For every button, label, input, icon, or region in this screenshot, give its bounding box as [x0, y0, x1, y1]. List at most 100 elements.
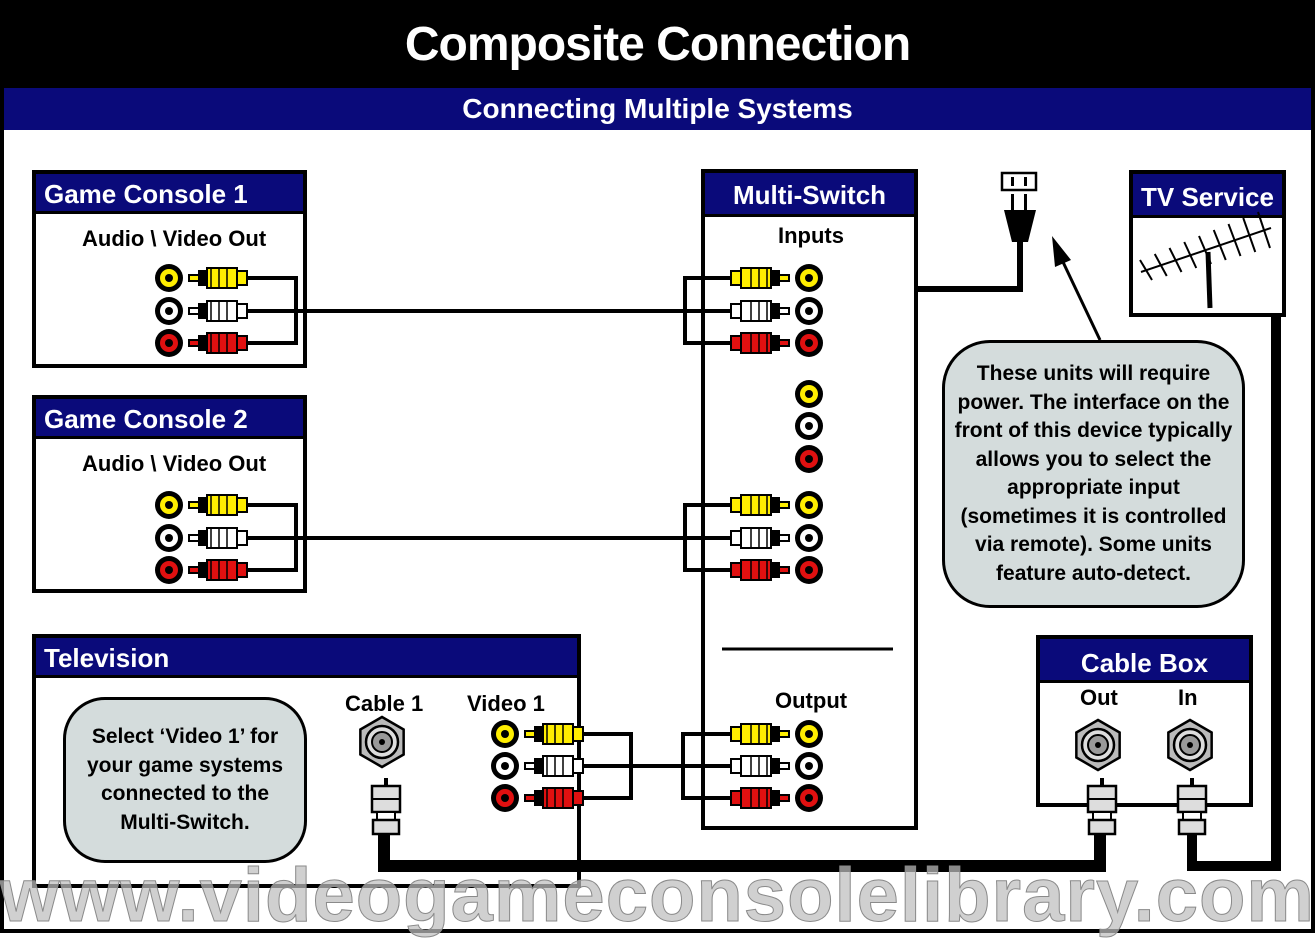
- page-title: Composite Connection: [404, 18, 911, 71]
- coax-jack-icon: [1075, 718, 1121, 772]
- rca-jack-icon: [491, 752, 519, 780]
- television-note-line: Multi-Switch.: [120, 810, 250, 834]
- rca-plug-part: [730, 726, 742, 742]
- power-note-line: (sometimes it is controlled: [960, 504, 1227, 528]
- rca-plug-part: [236, 335, 248, 351]
- antenna-element: [1227, 223, 1242, 257]
- rca-jack-icon: [795, 720, 823, 748]
- multi-switch-output-label: Output: [775, 688, 848, 713]
- rca-plug-part: [198, 562, 208, 578]
- tv-service-title: TV Service: [1133, 174, 1282, 218]
- coax-plug-pin: [1190, 778, 1194, 786]
- rca-plug-icon: [188, 267, 248, 289]
- rca-plug-icon: [188, 527, 248, 549]
- power-cord: [918, 240, 1023, 292]
- rca-jack-pin: [165, 307, 173, 315]
- rca-plug-part: [572, 726, 584, 742]
- rca-jack-pin: [165, 339, 173, 347]
- power-plug-icon: [1000, 171, 1038, 242]
- rca-jack-pin: [805, 455, 813, 463]
- rca-plug-part: [770, 270, 780, 286]
- antenna-element: [1212, 229, 1227, 261]
- antenna-element: [1242, 217, 1257, 253]
- rca-plug-part: [188, 307, 200, 315]
- rca-plug-part: [770, 790, 780, 806]
- rca-jack-pin: [805, 566, 813, 574]
- antenna-element: [1153, 253, 1168, 277]
- rca-plug-icon: [730, 787, 790, 809]
- rca-plug-part: [770, 335, 780, 351]
- coax-plug-icon: [370, 778, 402, 836]
- rca-plug-part: [198, 335, 208, 351]
- coax-plug-icon: [1176, 778, 1208, 836]
- rca-plug-part: [524, 730, 536, 738]
- rca-jack-pin: [805, 501, 813, 509]
- outlet-slot: [1011, 177, 1014, 186]
- game-console-2-title: Game Console 2: [36, 399, 303, 439]
- television-title: Television: [36, 638, 577, 678]
- rca-jack-pin: [805, 307, 813, 315]
- rca-plug-part: [730, 758, 742, 774]
- rca-jack-pin: [805, 339, 813, 347]
- rca-plug-icon: [524, 723, 584, 745]
- rca-jack-icon: [795, 297, 823, 325]
- rca-plug-icon: [730, 527, 790, 549]
- power-note-line: feature auto-detect.: [996, 561, 1191, 585]
- cable-box-box: Cable Box: [1036, 635, 1253, 807]
- coax-cable-antenna: [1187, 316, 1281, 871]
- rca-plug-part: [730, 562, 742, 578]
- rca-plug-part: [770, 497, 780, 513]
- rca-plug-part: [770, 530, 780, 546]
- rca-jack-pin: [165, 274, 173, 282]
- multi-switch-inputs-label: Inputs: [778, 223, 844, 248]
- rca-plug-icon: [730, 267, 790, 289]
- rca-plug-part: [236, 562, 248, 578]
- rca-plug-part: [770, 562, 780, 578]
- rca-plug-icon: [188, 494, 248, 516]
- rca-jack-icon: [795, 380, 823, 408]
- power-note-line: appropriate input: [1007, 476, 1180, 499]
- rca-plug-part: [730, 335, 742, 351]
- rca-plug-part: [524, 762, 536, 770]
- rca-plug-icon: [730, 494, 790, 516]
- rca-plug-icon: [188, 559, 248, 581]
- rca-jack-icon: [795, 752, 823, 780]
- antenna-element: [1168, 247, 1183, 273]
- arrow-icon: [1052, 236, 1071, 267]
- tv-service-box: TV Service: [1129, 170, 1286, 317]
- rca-plug-icon: [730, 723, 790, 745]
- rca-jack-pin: [805, 730, 813, 738]
- television-note: Select ‘Video 1’ for your game systems c…: [63, 697, 307, 863]
- rca-jack-icon: [795, 445, 823, 473]
- rca-plug-part: [198, 530, 208, 546]
- rca-jack-pin: [805, 422, 813, 430]
- game-console-1-av-label: Audio \ Video Out: [82, 226, 267, 251]
- television-note-line: Select ‘Video 1’ for: [91, 725, 279, 748]
- rca-plug-part: [778, 794, 790, 802]
- rca-plug-part: [236, 270, 248, 286]
- coax-jack-pin: [1095, 742, 1101, 748]
- rca-plug-part: [770, 758, 780, 774]
- rca-jack-pin: [805, 534, 813, 542]
- rca-jack-icon: [155, 264, 183, 292]
- rca-plug-part: [534, 790, 544, 806]
- coax-jack-pin: [379, 739, 385, 745]
- rca-jack-icon: [155, 491, 183, 519]
- power-note: These units will require power. The inte…: [942, 340, 1245, 608]
- rca-plug-part: [236, 303, 248, 319]
- cable-box-in-label: In: [1178, 685, 1198, 710]
- rca-jack-icon: [155, 329, 183, 357]
- power-note-line: power. The interface on the: [957, 390, 1230, 414]
- rca-plug-icon: [188, 300, 248, 322]
- rca-jack-pin: [165, 501, 173, 509]
- rca-jack-icon: [491, 784, 519, 812]
- rca-plug-part: [778, 274, 790, 282]
- rca-plug-part: [778, 307, 790, 315]
- rca-plug-icon: [730, 755, 790, 777]
- power-note-line: allows you to select the: [975, 447, 1212, 471]
- rca-plug-part: [778, 730, 790, 738]
- rca-plug-part: [730, 530, 742, 546]
- rca-plug-icon: [730, 300, 790, 322]
